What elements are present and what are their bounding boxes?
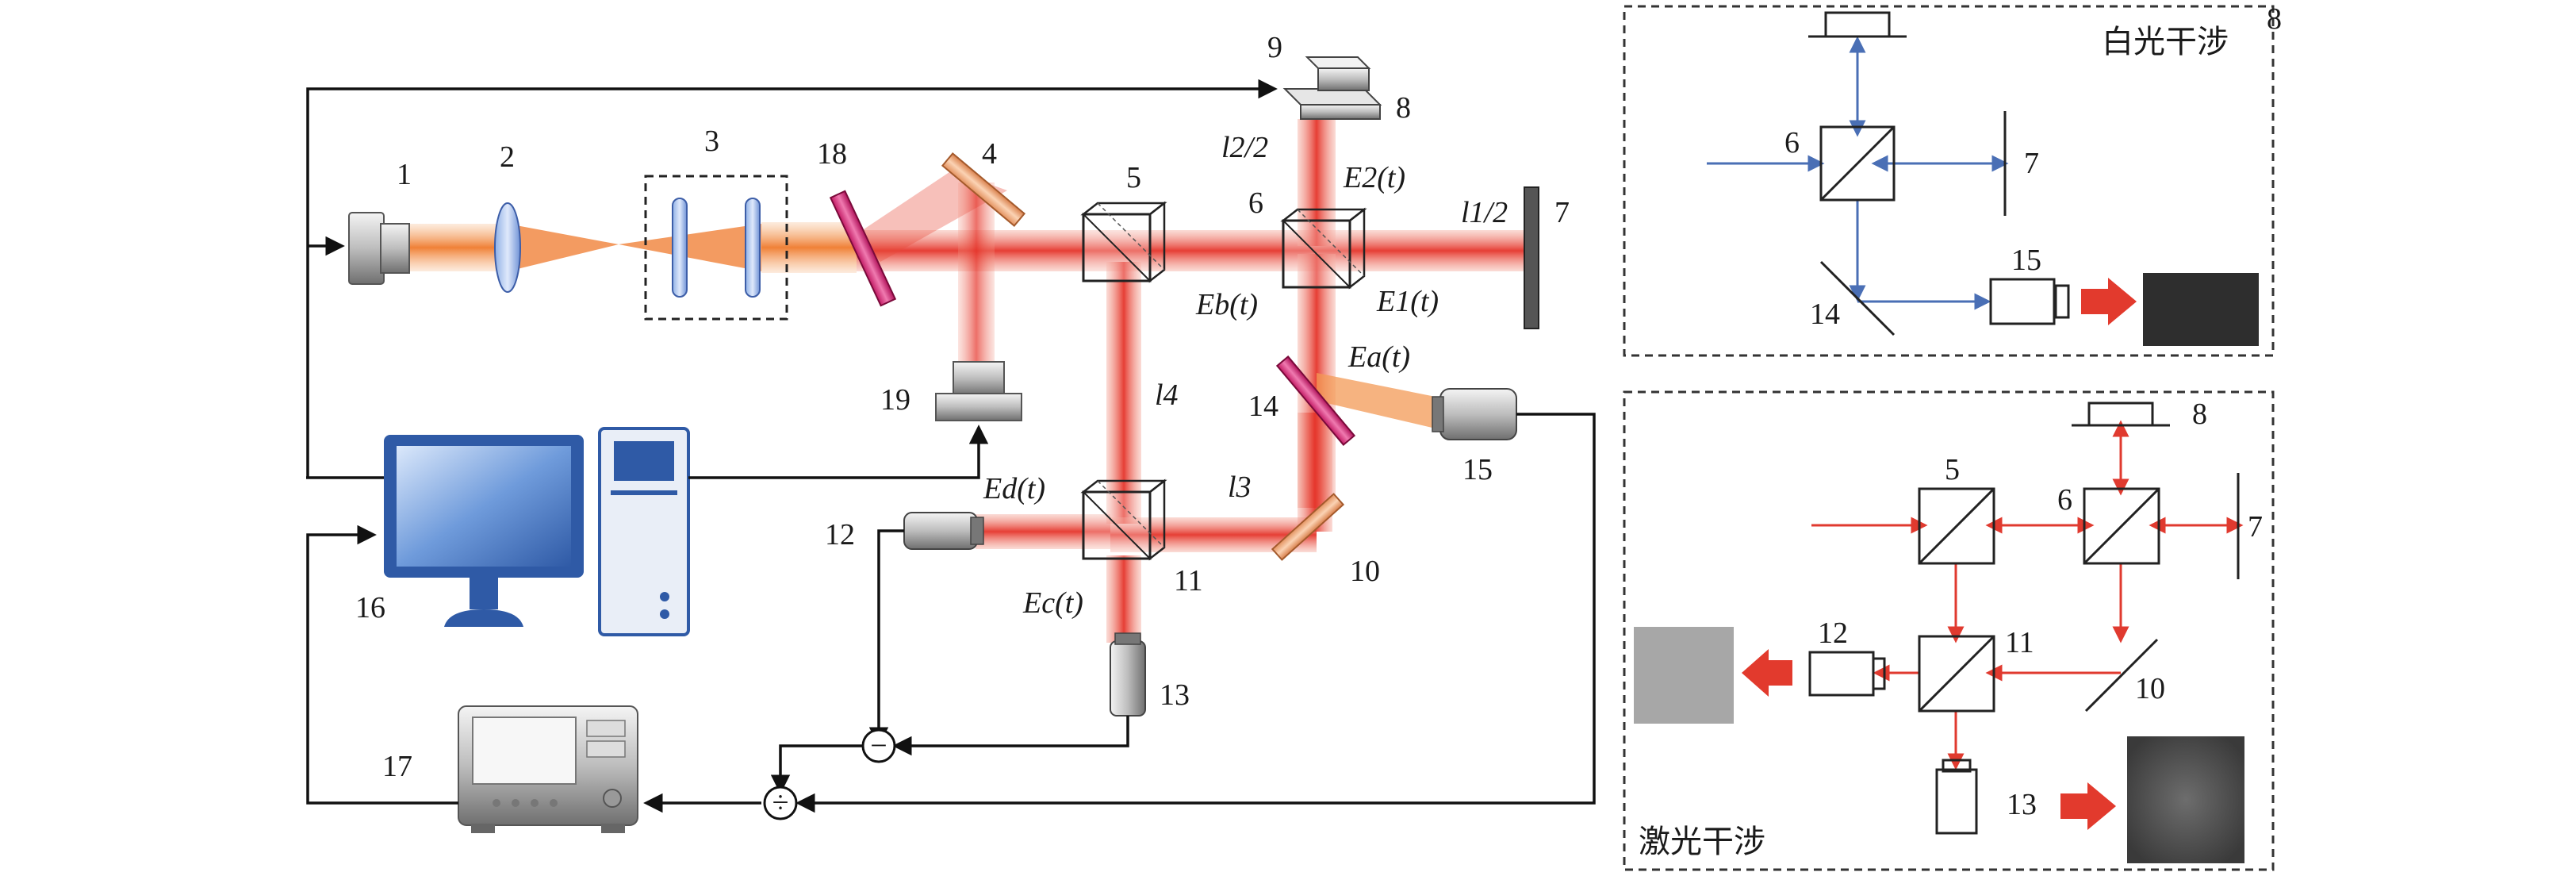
svg-text:10: 10 <box>2135 672 2165 705</box>
beam-l4 <box>1106 262 1141 524</box>
label-Ec: Ec(t) <box>1022 586 1083 620</box>
instrument-17 <box>458 705 638 833</box>
divider: ÷ <box>763 786 798 820</box>
main-setup-diagram: − ÷ 1 2 3 4 5 6 7 8 9 10 11 12 13 14 15 … <box>306 31 1596 833</box>
label-Ea: Ea(t) <box>1347 340 1410 374</box>
label-4: 4 <box>982 137 997 171</box>
detector-12 <box>903 512 984 550</box>
expander-lens-a <box>672 198 688 298</box>
label-14: 14 <box>1248 390 1278 423</box>
label-5: 5 <box>1126 161 1141 194</box>
label-17: 17 <box>382 750 412 783</box>
label-11: 11 <box>1174 564 1203 597</box>
lens-2 <box>494 202 521 293</box>
svg-text:12: 12 <box>1818 617 1848 650</box>
label-16: 16 <box>355 591 385 624</box>
white-light-panel: 白光干涉 8 6 7 14 15 <box>1623 2 2282 357</box>
line-minus-to-divide <box>770 744 866 794</box>
sample-stage-9 <box>1282 56 1382 120</box>
beam-splitter-11 <box>1080 478 1167 561</box>
subtractor: − <box>861 728 896 763</box>
label-8: 8 <box>1396 91 1411 125</box>
expander-lens-b <box>745 198 761 298</box>
label-10: 10 <box>1350 555 1380 588</box>
label-6: 6 <box>1248 186 1263 220</box>
label-Eb: Eb(t) <box>1195 288 1258 321</box>
line-tower-to-19 <box>688 425 989 479</box>
beam-splitter-6 <box>1280 207 1367 290</box>
svg-text:8: 8 <box>2192 398 2207 431</box>
svg-text:7: 7 <box>2248 510 2263 544</box>
label-19: 19 <box>880 383 910 417</box>
white-fringe-image <box>2143 273 2259 346</box>
beam-focus-cone <box>508 224 619 271</box>
laser-fringe-left <box>1634 627 1734 724</box>
mirror-4 <box>941 152 1026 227</box>
beam-to-15 <box>1317 373 1436 428</box>
svg-text:8: 8 <box>2267 2 2282 36</box>
label-E1: E1(t) <box>1376 285 1439 318</box>
beam-up-arm <box>1298 119 1336 246</box>
beam-source <box>404 224 508 271</box>
label-l3: l3 <box>1228 471 1252 504</box>
beam-expand-cone <box>619 224 761 271</box>
laser-title: 激光干涉 <box>1639 824 1765 860</box>
label-12: 12 <box>825 518 855 551</box>
mirror-14 <box>1275 355 1356 446</box>
svg-text:11: 11 <box>2005 626 2034 659</box>
laser-source <box>348 212 410 285</box>
beam-to-12 <box>976 514 1110 549</box>
label-l2-half: l2/2 <box>1221 131 1268 164</box>
svg-text:13: 13 <box>2007 788 2037 821</box>
svg-text:14: 14 <box>1810 298 1840 331</box>
detector-19 <box>935 361 1022 421</box>
beam-expanded <box>761 222 857 273</box>
svg-text:5: 5 <box>1945 453 1960 486</box>
component-labels: 1 2 3 4 5 6 7 8 9 10 11 12 13 14 15 16 1… <box>355 31 1570 783</box>
line-15-to-divide <box>795 413 1596 813</box>
svg-text:6: 6 <box>2057 483 2072 517</box>
label-3: 3 <box>704 125 719 158</box>
mirror-7 <box>1524 186 1539 329</box>
svg-text:15: 15 <box>2011 244 2041 277</box>
svg-text:6: 6 <box>1784 126 1800 159</box>
label-13: 13 <box>1160 678 1190 712</box>
detector-15 <box>1432 388 1517 440</box>
line-to-stage <box>306 79 1278 478</box>
line-12-to-minus <box>868 529 904 747</box>
label-15: 15 <box>1462 453 1493 486</box>
label-9: 9 <box>1267 31 1282 64</box>
label-2: 2 <box>500 140 515 174</box>
label-Ed: Ed(t) <box>983 472 1045 505</box>
beam-to-13 <box>1106 555 1141 643</box>
white-light-title: 白光干涉 <box>2102 24 2229 60</box>
beam-expander-box <box>644 175 788 321</box>
mirror-10 <box>1271 493 1345 561</box>
beam-splitter-5 <box>1080 201 1167 283</box>
detector-13 <box>1110 632 1146 717</box>
filter-18 <box>829 190 897 307</box>
label-E2: E2(t) <box>1343 161 1405 194</box>
svg-text:−: − <box>870 729 887 763</box>
signal-lines <box>306 79 1596 813</box>
line-13-to-minus <box>892 716 1129 756</box>
label-l4: l4 <box>1155 378 1179 412</box>
svg-text:7: 7 <box>2024 147 2039 180</box>
svg-text:÷: ÷ <box>772 786 789 820</box>
beam-to-19 <box>958 182 995 365</box>
label-18: 18 <box>817 137 847 171</box>
label-7: 7 <box>1554 196 1570 229</box>
laser-fringe-right <box>2127 736 2244 863</box>
computer-16 <box>384 427 690 636</box>
label-l1-half: l1/2 <box>1461 196 1508 229</box>
laser-panel: 激光干涉 <box>1623 390 2275 871</box>
field-labels: E2(t) E1(t) Eb(t) Ea(t) Ed(t) Ec(t) l2/2… <box>983 131 1508 620</box>
label-1: 1 <box>397 158 412 191</box>
line-17-to-16 <box>306 524 458 805</box>
